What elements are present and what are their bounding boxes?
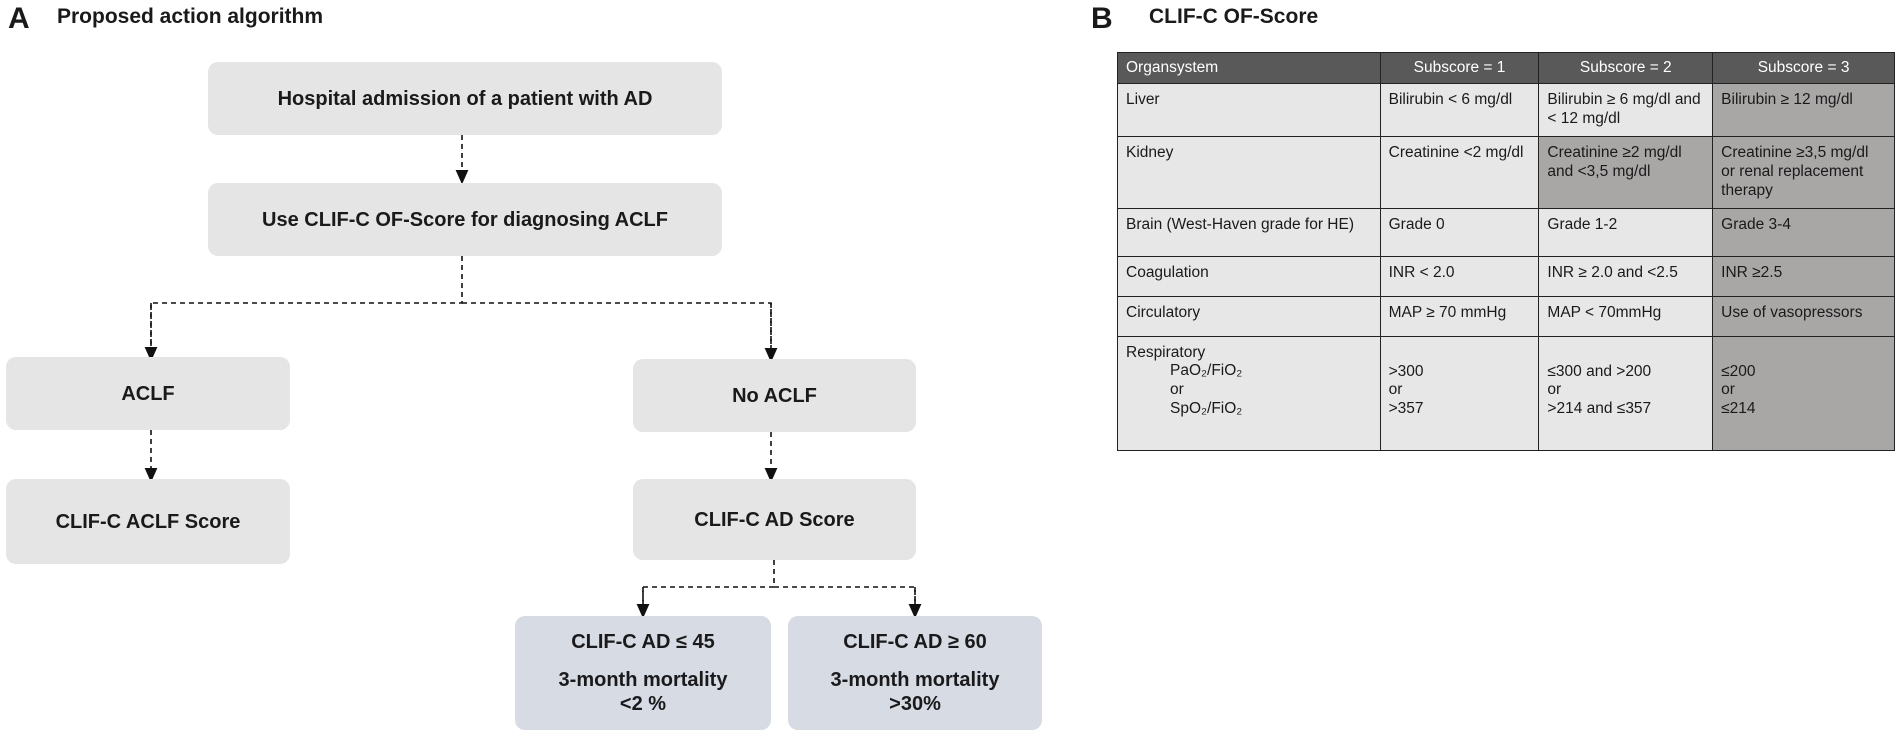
box-aclf-score: CLIF-C ACLF Score xyxy=(6,479,290,564)
organ-kidney: Kidney xyxy=(1117,135,1381,209)
organ-brain: Brain (West-Haven grade for HE) xyxy=(1117,207,1381,257)
ad-low-value: <2 % xyxy=(619,693,667,715)
panel-a-title: Proposed action algorithm xyxy=(57,5,324,28)
cell-liver-s1: Bilirubin < 6 mg/dl xyxy=(1379,83,1540,137)
respiratory-pao2: PaO₂/FiO₂ xyxy=(1170,362,1243,380)
respiratory-spo2: SpO₂/FiO₂ xyxy=(1170,400,1243,418)
cell-liver-s3: Bilirubin ≥ 12 mg/dl xyxy=(1712,83,1895,137)
resp-s2-line1: ≤300 and >200 xyxy=(1547,362,1652,380)
organ-coagulation: Coagulation xyxy=(1117,255,1381,297)
cell-respiratory-s3: ≤200 or ≤214 xyxy=(1712,335,1895,451)
header-subscore-1: Subscore = 1 xyxy=(1379,52,1540,84)
resp-s3-line1: ≤200 xyxy=(1721,362,1756,380)
table-row: Kidney Creatinine <2 mg/dl Creatinine ≥2… xyxy=(1117,135,1895,209)
cell-respiratory-s1: >300 or >357 xyxy=(1379,335,1540,451)
table-row: Coagulation INR < 2.0 INR ≥ 2.0 and <2.5… xyxy=(1117,255,1895,297)
header-subscore-2: Subscore = 2 xyxy=(1538,52,1714,84)
ad-high-value: >30% xyxy=(889,693,941,715)
organ-respiratory: Respiratory PaO₂/FiO₂ or SpO₂/FiO₂ xyxy=(1117,335,1381,451)
table-row: Liver Bilirubin < 6 mg/dl Bilirubin ≥ 6 … xyxy=(1117,83,1895,137)
organ-circulatory: Circulatory xyxy=(1117,295,1381,337)
panel-a-letter: A xyxy=(8,2,30,35)
table-row: Circulatory MAP ≥ 70 mmHg MAP < 70mmHg U… xyxy=(1117,295,1895,337)
cell-kidney-s3: Creatinine ≥3,5 mg/dl or renal replaceme… xyxy=(1712,135,1895,209)
cell-brain-s1: Grade 0 xyxy=(1379,207,1540,257)
cell-kidney-s2: Creatinine ≥2 mg/dl and <3,5 mg/dl xyxy=(1538,135,1714,209)
cell-brain-s2: Grade 1-2 xyxy=(1538,207,1714,257)
resp-s3-line3: ≤214 xyxy=(1721,400,1756,418)
resp-s2-line3: >214 and ≤357 xyxy=(1547,400,1652,418)
cell-circulatory-s3: Use of vasopressors xyxy=(1712,295,1895,337)
cell-respiratory-s2: ≤300 and >200 or >214 and ≤357 xyxy=(1538,335,1714,451)
header-organsystem: Organsystem xyxy=(1117,52,1381,84)
cell-coagulation-s2: INR ≥ 2.0 and <2.5 xyxy=(1538,255,1714,297)
box-ad-score: CLIF-C AD Score xyxy=(633,479,916,560)
resp-s1-line3: >357 xyxy=(1388,400,1424,418)
cell-coagulation-s3: INR ≥2.5 xyxy=(1712,255,1895,297)
cell-circulatory-s2: MAP < 70mmHg xyxy=(1538,295,1714,337)
split-connector xyxy=(150,256,463,354)
box-admission: Hospital admission of a patient with AD xyxy=(208,62,722,135)
table-row: Respiratory PaO₂/FiO₂ or SpO₂/FiO₂ >300 … xyxy=(1117,335,1895,451)
resp-s1-line1: >300 xyxy=(1388,362,1424,380)
resp-s2-line2: or xyxy=(1547,381,1562,399)
panel-b-letter: B xyxy=(1091,2,1113,35)
table-header-row: Organsystem Subscore = 1 Subscore = 2 Su… xyxy=(1117,52,1895,84)
cell-coagulation-s1: INR < 2.0 xyxy=(1379,255,1540,297)
resp-s1-line2: or xyxy=(1388,381,1403,399)
panel-b-title: CLIF-C OF-Score xyxy=(1149,5,1319,28)
split-connector-ad xyxy=(642,560,775,610)
clif-of-score-table: Organsystem Subscore = 1 Subscore = 2 Su… xyxy=(1117,52,1895,451)
ad-high-label: CLIF-C AD ≥ 60 xyxy=(843,631,987,653)
box-no-aclf: No ACLF xyxy=(633,359,916,432)
resp-s3-line2: or xyxy=(1721,381,1735,399)
cell-kidney-s1: Creatinine <2 mg/dl xyxy=(1379,135,1540,209)
box-aclf: ACLF xyxy=(6,357,290,430)
cell-brain-s3: Grade 3-4 xyxy=(1712,207,1895,257)
box-ad-high: CLIF-C AD ≥ 60 3-month mortality >30% xyxy=(788,616,1042,730)
organ-liver: Liver xyxy=(1117,83,1381,137)
table-row: Brain (West-Haven grade for HE) Grade 0 … xyxy=(1117,207,1895,257)
ad-low-mortality: 3-month mortality xyxy=(558,669,728,691)
ad-high-mortality: 3-month mortality xyxy=(830,669,1000,691)
respiratory-label: Respiratory xyxy=(1126,343,1206,361)
cell-circulatory-s1: MAP ≥ 70 mmHg xyxy=(1379,295,1540,337)
box-ad-low: CLIF-C AD ≤ 45 3-month mortality <2 % xyxy=(515,616,771,730)
box-use-score: Use CLIF-C OF-Score for diagnosing ACLF xyxy=(208,183,722,256)
respiratory-or: or xyxy=(1170,381,1184,399)
cell-liver-s2: Bilirubin ≥ 6 mg/dl and < 12 mg/dl xyxy=(1538,83,1714,137)
header-subscore-3: Subscore = 3 xyxy=(1712,52,1895,84)
ad-low-label: CLIF-C AD ≤ 45 xyxy=(571,631,715,653)
